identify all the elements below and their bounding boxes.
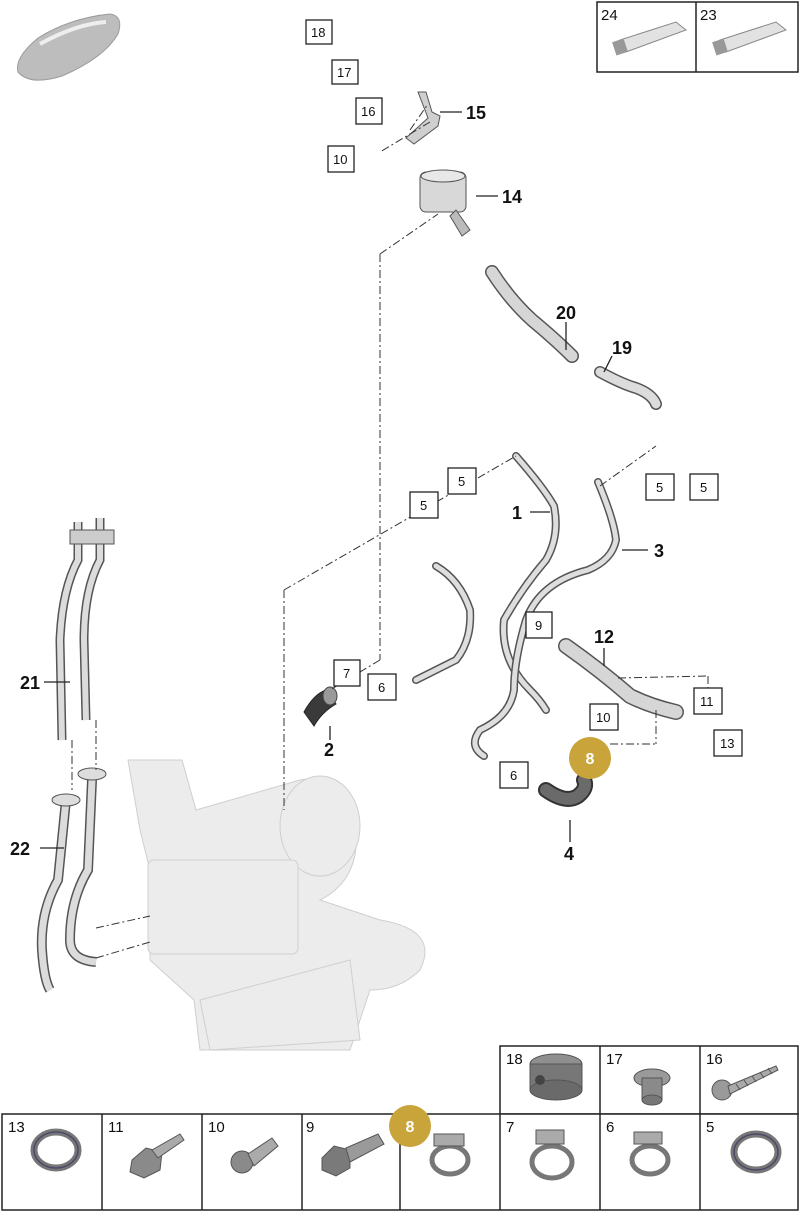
boxed-callout-9: 9: [535, 618, 542, 633]
callout-22: 22: [10, 839, 30, 859]
boxed-callouts: [305, 19, 743, 789]
coolant-pipe-12-part: [558, 638, 684, 720]
o-ring-13-icon: [30, 1128, 82, 1172]
boxed-callout-16: 16: [361, 104, 375, 119]
table-cell-10-number: 10: [208, 1119, 225, 1136]
table-cell-11-number: 11: [108, 1119, 124, 1136]
table-cell-16-number: 16: [706, 1051, 723, 1068]
assembly-guides: [71, 103, 709, 959]
o-ring-5-icon: [730, 1130, 782, 1174]
table-cell-18-number: 18: [506, 1051, 523, 1068]
grease-tube-icon: [612, 21, 688, 56]
callout-4: 4: [564, 844, 574, 864]
boxed-callout-6-a: 6: [378, 680, 385, 695]
callout-21: 21: [20, 673, 40, 693]
clamp-7-icon: [529, 1129, 575, 1181]
boxed-callout-6-b: 6: [510, 768, 517, 783]
callout-1: 1: [512, 503, 522, 523]
vehicle-silhouette-icon: [16, 13, 121, 81]
table-cell-8-number: 8: [406, 1119, 415, 1136]
cell-23-number: 23: [700, 7, 717, 24]
sealant-tube-icon: [712, 21, 788, 56]
boxed-callout-7: 7: [343, 666, 350, 681]
coolant-hose-part: [485, 265, 579, 363]
hose-4-part: [538, 772, 594, 807]
boxed-callout-13: 13: [720, 736, 734, 751]
bracket-part: [405, 91, 441, 145]
boxed-callout-11: 11: [700, 694, 714, 709]
coolant-line-1-part: [412, 452, 560, 714]
boxed-callout-18: 18: [311, 25, 325, 40]
table-cell-13-number: 13: [8, 1119, 25, 1136]
table-cell-6-number: 6: [606, 1119, 614, 1136]
boxed-callout-10-mid: 10: [596, 710, 610, 725]
screw-icon: [711, 1065, 779, 1101]
bolt-11-icon: [129, 1133, 185, 1179]
coolant-pipes-22-part: [36, 767, 107, 993]
boxed-callout-5-d: 5: [700, 480, 707, 495]
table-cell-17-number: 17: [606, 1051, 623, 1068]
bolt-9-icon: [321, 1133, 385, 1177]
boxed-callout-5-b: 5: [420, 498, 427, 513]
callout-15: 15: [466, 103, 486, 123]
callout-14: 14: [502, 187, 522, 207]
callout-2: 2: [324, 740, 334, 760]
table-cell-9-number: 9: [306, 1119, 314, 1136]
callout-3: 3: [654, 541, 664, 561]
callout-19: 19: [612, 338, 632, 358]
water-pump-part: [419, 169, 471, 237]
callout-leaders: [40, 111, 648, 849]
turbocharger-ghost: [127, 759, 426, 1051]
boxed-callout-17: 17: [337, 65, 351, 80]
coolant-pipe-part: [594, 366, 662, 410]
bolt-10-icon: [230, 1137, 279, 1174]
spacer-sleeve-icon: [633, 1068, 671, 1106]
highlight-badge-table[interactable]: 8: [389, 1105, 431, 1147]
hose-2-part: [303, 686, 338, 727]
boxed-callout-5-a: 5: [458, 474, 465, 489]
coolant-pipes-21-part: [55, 518, 115, 741]
clamp-6-icon: [629, 1131, 671, 1177]
cell-24-number: 24: [601, 7, 618, 24]
rubber-bush-icon: [529, 1053, 583, 1101]
highlight-badge-diagram[interactable]: 8: [569, 737, 611, 779]
boxed-callout-5-c: 5: [656, 480, 663, 495]
boxed-callout-10-top: 10: [333, 152, 347, 167]
tube-table: 24 23: [596, 1, 799, 73]
table-cell-5-number: 5: [706, 1119, 714, 1136]
table-cell-7-number: 7: [506, 1119, 514, 1136]
callout-20: 20: [556, 303, 576, 323]
clamp-8-icon: [429, 1133, 471, 1177]
svg-text:8: 8: [586, 751, 595, 768]
callout-12: 12: [594, 627, 614, 647]
